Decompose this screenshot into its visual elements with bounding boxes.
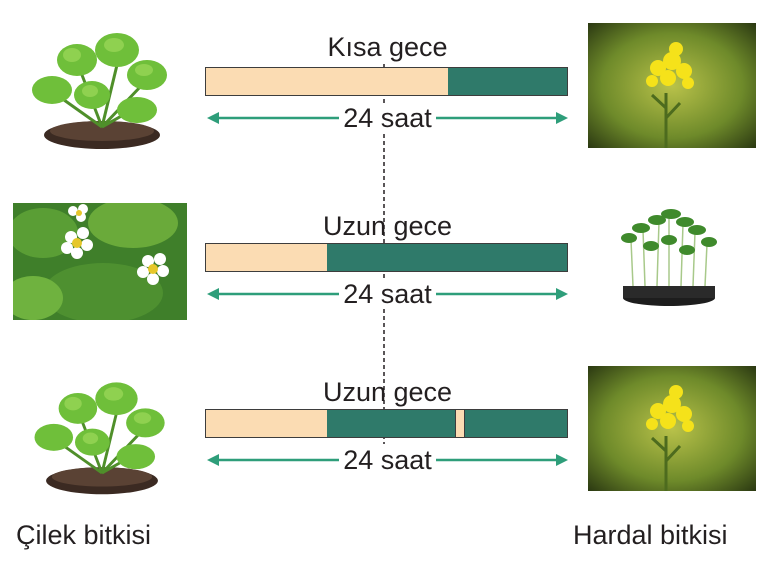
- mustard-flower-image: [588, 23, 756, 148]
- row-3-duration-label: 24 saat: [339, 445, 436, 475]
- strawberry-plant-image-2: [34, 382, 165, 495]
- mustard-flower-image-2: [588, 366, 756, 491]
- row-3-day-segment: [206, 410, 327, 437]
- row-1-bar: [205, 67, 568, 96]
- row-1-day-segment: [206, 68, 448, 95]
- row-3-night-segment-2: [465, 410, 567, 437]
- row-3-light-interruption: [455, 410, 465, 437]
- strawberry-caption: Çilek bitkisi: [16, 520, 152, 550]
- row-1-duration-label: 24 saat: [339, 103, 436, 133]
- row-3-duration-arrow: 24 saat: [205, 445, 570, 475]
- row-1-title: Kısa gece: [327, 32, 448, 62]
- row-1-duration-arrow: 24 saat: [205, 103, 570, 133]
- row-2-duration-arrow: 24 saat: [205, 279, 570, 309]
- strawberry-flower-image: [13, 203, 187, 320]
- row-3-night-segment-1: [327, 410, 455, 437]
- strawberry-plant-image: [32, 33, 167, 149]
- mustard-caption: Hardal bitkisi: [573, 520, 728, 550]
- row-2-night-segment: [327, 244, 567, 271]
- row-3-title: Uzun gece: [322, 377, 453, 407]
- row-2-bar: [205, 243, 568, 272]
- row-2-title: Uzun gece: [322, 211, 453, 241]
- row-1-night-segment: [448, 68, 567, 95]
- row-3-bar: [205, 409, 568, 438]
- row-2-duration-label: 24 saat: [339, 279, 436, 309]
- row-2-day-segment: [206, 244, 327, 271]
- mustard-seedlings-image: [621, 209, 717, 306]
